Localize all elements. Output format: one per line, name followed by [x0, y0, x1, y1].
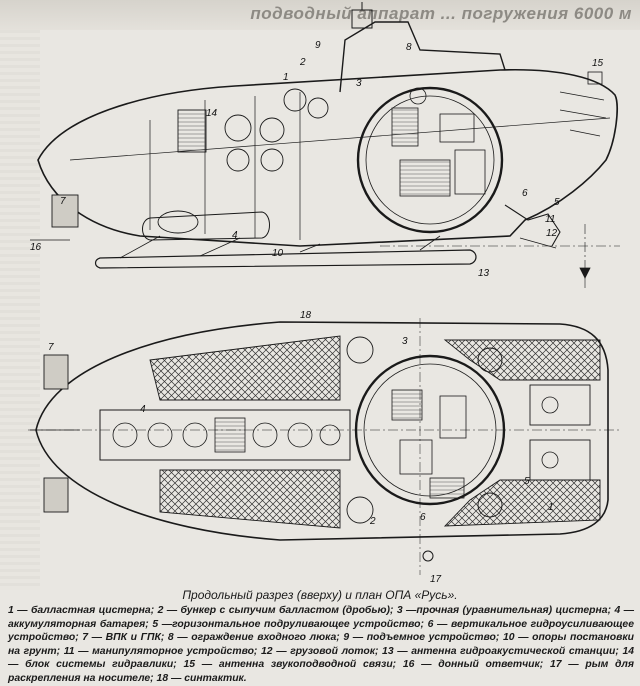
plan-view [28, 318, 620, 575]
legend-item-16: 16 — донный ответчик; [402, 659, 544, 671]
legend-item-14: 14 — блок системы гидравлики; [8, 645, 635, 671]
page-header-title: подводный аппарат ... погружения 6000 м [250, 4, 632, 23]
legend-item-1: 1 — балластная цистерна; [8, 605, 155, 616]
callout-plan-7: 7 [48, 342, 54, 353]
legend-item-5: 5 —горизонтальное подруливающее устройст… [152, 618, 424, 630]
syntactic-foam-lower-left [159, 469, 341, 529]
callout-section-3: 3 [356, 78, 362, 89]
legend-item-11: 11 — манипуляторное устройство; [63, 645, 258, 657]
legend-item-6: 6 — вертикальное гидроусиливающее устрой… [8, 618, 634, 644]
syntactic-foam-upper-right [443, 339, 601, 381]
callout-plan-2: 2 [369, 516, 376, 527]
legend-item-7: 7 — ВПК и ГПК; [82, 632, 165, 644]
callout-plan-1: 1 [548, 502, 554, 513]
callout-section-5: 5 [554, 197, 560, 208]
callout-plan-5: 5 [524, 476, 530, 487]
figure-legend: 1 — балластная цистерна; 2 — бункер с сы… [8, 604, 634, 686]
callout-section-14: 14 [206, 108, 218, 119]
callout-section-16: 16 [30, 242, 42, 253]
legend-item-10: 10 — опоры постановки на грунт; [8, 632, 634, 657]
legend-item-13: 13 — антенна гидроакустической станции; [382, 645, 619, 657]
legend-item-4: 4 — аккумуляторная батарея; [8, 605, 635, 630]
callout-section-15: 15 [592, 58, 604, 69]
figure-caption-title: Продольный разрез (вверху) и план ОПА «Р… [182, 588, 458, 602]
plan-hull-outline [35, 321, 609, 541]
longitudinal-section [30, 2, 620, 288]
callout-plan-3: 3 [402, 336, 408, 347]
callout-section-12: 12 [546, 228, 558, 239]
syntactic-foam-upper-left [149, 335, 341, 401]
callout-section-10: 10 [272, 248, 284, 259]
callout-section-11: 11 [545, 214, 555, 225]
callout-section-7: 7 [60, 196, 66, 207]
adjacent-column-text [0, 30, 40, 590]
callout-section-13: 13 [478, 268, 490, 279]
hatch-fairing [339, 21, 506, 93]
callout-plan-4: 4 [140, 404, 146, 415]
callout-section-2: 2 [299, 57, 306, 68]
callout-section-6: 6 [522, 188, 528, 199]
callout-plan-17: 17 [430, 574, 442, 585]
legend-item-15: 15 — антенна звукоподводной связи; [183, 659, 397, 671]
callout-section-9: 9 [315, 40, 321, 51]
landing-skid [94, 249, 477, 269]
battery-pod [142, 211, 270, 241]
legend-item-3: 3 —прочная (уравнительная) цистерна; [396, 605, 612, 616]
callout-section-1: 1 [283, 72, 289, 83]
legend-item-8: 8 — ограждение входного люка; [167, 632, 340, 644]
callout-plan-18: 18 [300, 310, 312, 321]
legend-item-12: 12 — грузовой лоток; [261, 645, 379, 657]
plan-callouts: 1 2 3 4 5 6 7 17 18 [48, 310, 554, 585]
manipulator-arm [504, 204, 561, 247]
section-hull-outline [37, 68, 618, 247]
submersible-drawing: 1 2 3 4 5 6 7 8 9 10 11 12 13 14 15 16 [28, 2, 620, 585]
callout-plan-6: 6 [420, 512, 426, 523]
page-header: подводный аппарат ... погружения 6000 м [0, 0, 640, 30]
callout-section-8: 8 [406, 42, 412, 53]
pressure-sphere [356, 86, 504, 234]
callout-section-4: 4 [232, 230, 238, 241]
legend-item-2: 2 — бункер с сыпучим балластом (дробью); [157, 605, 394, 616]
section-callouts: 1 2 3 4 5 6 7 8 9 10 11 12 13 14 15 16 [30, 40, 604, 279]
legend-item-9: 9 — подъемное устройство; [343, 632, 500, 644]
syntactic-foam-lower-right [443, 479, 601, 527]
